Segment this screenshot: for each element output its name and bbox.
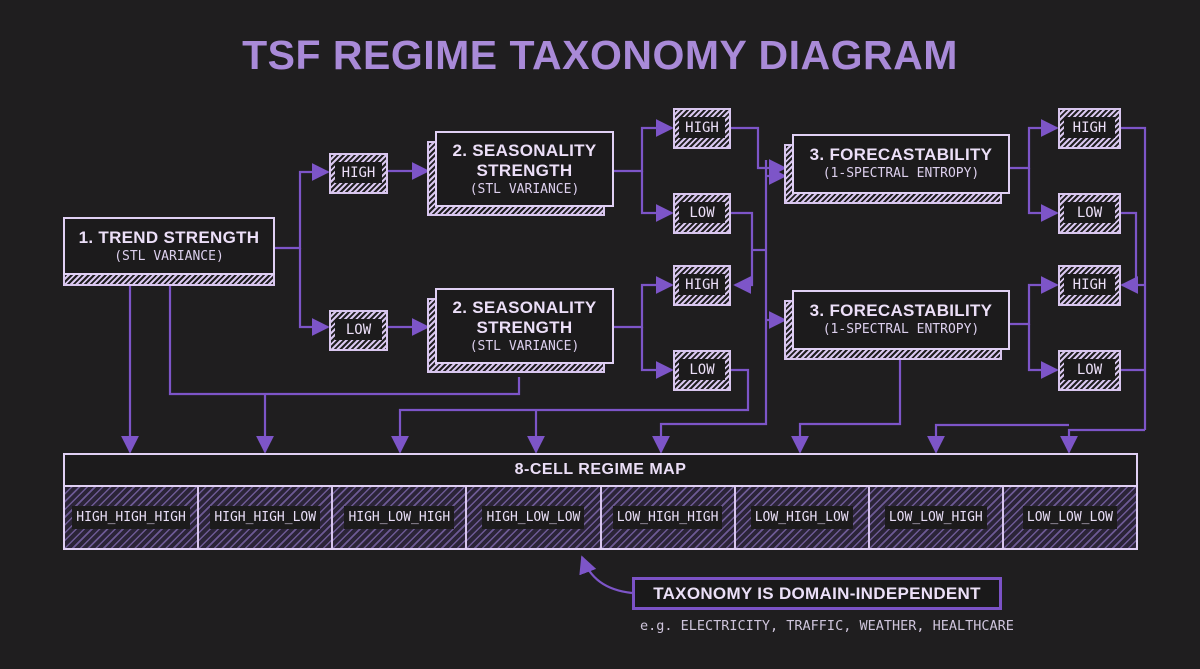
wire-f1-low <box>1027 168 1059 222</box>
regime-cell[interactable]: LOW_LOW_HIGH <box>869 487 1004 548</box>
regime-cell-label: LOW_HIGH_LOW <box>750 506 853 529</box>
seasonality-low-node[interactable]: 2. SEASONALITY STRENGTH (STL VARIANCE) <box>427 288 614 373</box>
forecastability-title: 3. FORECASTABILITY <box>809 145 993 164</box>
regime-cell-label: HIGH_HIGH_LOW <box>210 506 321 529</box>
s1-high-label: HIGH <box>679 117 725 138</box>
wire-s2-low <box>640 327 674 379</box>
regime-cell-label: HIGH_HIGH_HIGH <box>72 506 190 529</box>
wire-s2-branch <box>613 276 674 329</box>
seasonality-title-2: STRENGTH <box>476 161 573 180</box>
forecastability-subtitle: (1-SPECTRAL ENTROPY) <box>822 166 980 181</box>
regime-cell[interactable]: LOW_LOW_LOW <box>1003 487 1136 548</box>
forecastability-top-node[interactable]: 3. FORECASTABILITY (1-SPECTRAL ENTROPY) <box>784 134 1010 204</box>
regime-cell[interactable]: HIGH_LOW_LOW <box>467 487 602 548</box>
regime-cell-label: HIGH_LOW_HIGH <box>344 506 455 529</box>
f2-high-label: HIGH <box>1064 274 1115 295</box>
forecastability-subtitle: (1-SPECTRAL ENTROPY) <box>822 322 980 337</box>
wire-feed-4 <box>652 326 768 454</box>
wire-s1low-s2high <box>730 211 754 294</box>
f1-high-level[interactable]: HIGH <box>1058 108 1121 149</box>
f2-low-level[interactable]: LOW <box>1058 350 1121 391</box>
s1-high-level[interactable]: HIGH <box>673 108 731 149</box>
wire-f2-branch <box>1008 276 1059 326</box>
seasonality-subtitle: (STL VARIANCE) <box>469 182 580 197</box>
domain-independent-note: TAXONOMY IS DOMAIN-INDEPENDENT <box>632 577 1002 610</box>
regime-cell-label: HIGH_LOW_LOW <box>482 506 585 529</box>
forecastability-title: 3. FORECASTABILITY <box>809 301 993 320</box>
wire-feed-6b <box>927 423 1069 454</box>
regime-cell-label: LOW_LOW_LOW <box>1022 506 1117 529</box>
trend-high-level[interactable]: HIGH <box>329 153 388 194</box>
s1-low-level[interactable]: LOW <box>673 193 731 234</box>
regime-map-title: 8-CELL REGIME MAP <box>514 461 687 478</box>
regime-cell[interactable]: LOW_HIGH_HIGH <box>601 487 736 548</box>
wire-note-arrow <box>579 555 633 595</box>
wire-f1high-right <box>1120 126 1147 430</box>
regime-map: 8-CELL REGIME MAP HIGH_HIGH_HIGH HIGH_HI… <box>63 453 1138 550</box>
seasonality-title-2: STRENGTH <box>476 318 573 337</box>
seasonality-title-1: 2. SEASONALITY <box>452 298 597 317</box>
s2-high-level[interactable]: HIGH <box>673 265 731 306</box>
s2-low-label: LOW <box>679 359 725 380</box>
f2-high-level[interactable]: HIGH <box>1058 265 1121 306</box>
regime-cell[interactable]: HIGH_LOW_HIGH <box>333 487 468 548</box>
regime-map-cells: HIGH_HIGH_HIGH HIGH_HIGH_LOW HIGH_LOW_HI… <box>65 485 1136 548</box>
trend-low-label: LOW <box>335 319 382 340</box>
regime-cell-label: LOW_LOW_HIGH <box>884 506 987 529</box>
f1-high-label: HIGH <box>1064 117 1115 138</box>
seasonality-high-node[interactable]: 2. SEASONALITY STRENGTH (STL VARIANCE) <box>427 131 614 216</box>
wire-feed-3 <box>391 368 750 454</box>
f1-low-label: LOW <box>1064 202 1115 223</box>
trend-high-label: HIGH <box>335 162 382 183</box>
trend-strength-title: 1. TREND STRENGTH <box>78 228 260 247</box>
domain-examples: e.g. ELECTRICITY, TRAFFIC, WEATHER, HEAL… <box>640 618 1014 634</box>
regime-cell[interactable]: HIGH_HIGH_HIGH <box>65 487 200 548</box>
regime-cell[interactable]: HIGH_HIGH_LOW <box>199 487 334 548</box>
wire-feed-2 <box>168 285 521 396</box>
wire-feed-5 <box>791 360 902 454</box>
regime-cell[interactable]: LOW_HIGH_LOW <box>735 487 870 548</box>
wire-trend-branch <box>275 163 330 250</box>
f2-low-label: LOW <box>1064 359 1115 380</box>
seasonality-subtitle: (STL VARIANCE) <box>469 339 580 354</box>
wire-s1high-f1 <box>730 126 787 177</box>
wire-s1-branch <box>613 119 674 173</box>
forecastability-bottom-node[interactable]: 3. FORECASTABILITY (1-SPECTRAL ENTROPY) <box>784 290 1010 360</box>
trend-strength-subtitle: (STL VARIANCE) <box>114 249 224 264</box>
s2-low-level[interactable]: LOW <box>673 350 731 391</box>
s2-high-label: HIGH <box>679 274 725 295</box>
trend-low-level[interactable]: LOW <box>329 310 388 351</box>
diagram-title: TSF REGIME TAXONOMY DIAGRAM <box>242 32 958 78</box>
wire-f1-branch <box>1008 119 1059 170</box>
wire-f1low-f2high <box>1120 211 1139 294</box>
wire-trend-low <box>298 248 330 336</box>
wire-f2-low <box>1027 324 1059 379</box>
s1-low-label: LOW <box>679 202 725 223</box>
wire-s1-low <box>640 171 674 222</box>
regime-cell-label: LOW_HIGH_HIGH <box>612 506 723 529</box>
trend-strength-node[interactable]: 1. TREND STRENGTH (STL VARIANCE) <box>63 217 275 286</box>
wire-feed-6 <box>1060 428 1145 454</box>
seasonality-title-1: 2. SEASONALITY <box>452 141 597 160</box>
f1-low-level[interactable]: LOW <box>1058 193 1121 234</box>
